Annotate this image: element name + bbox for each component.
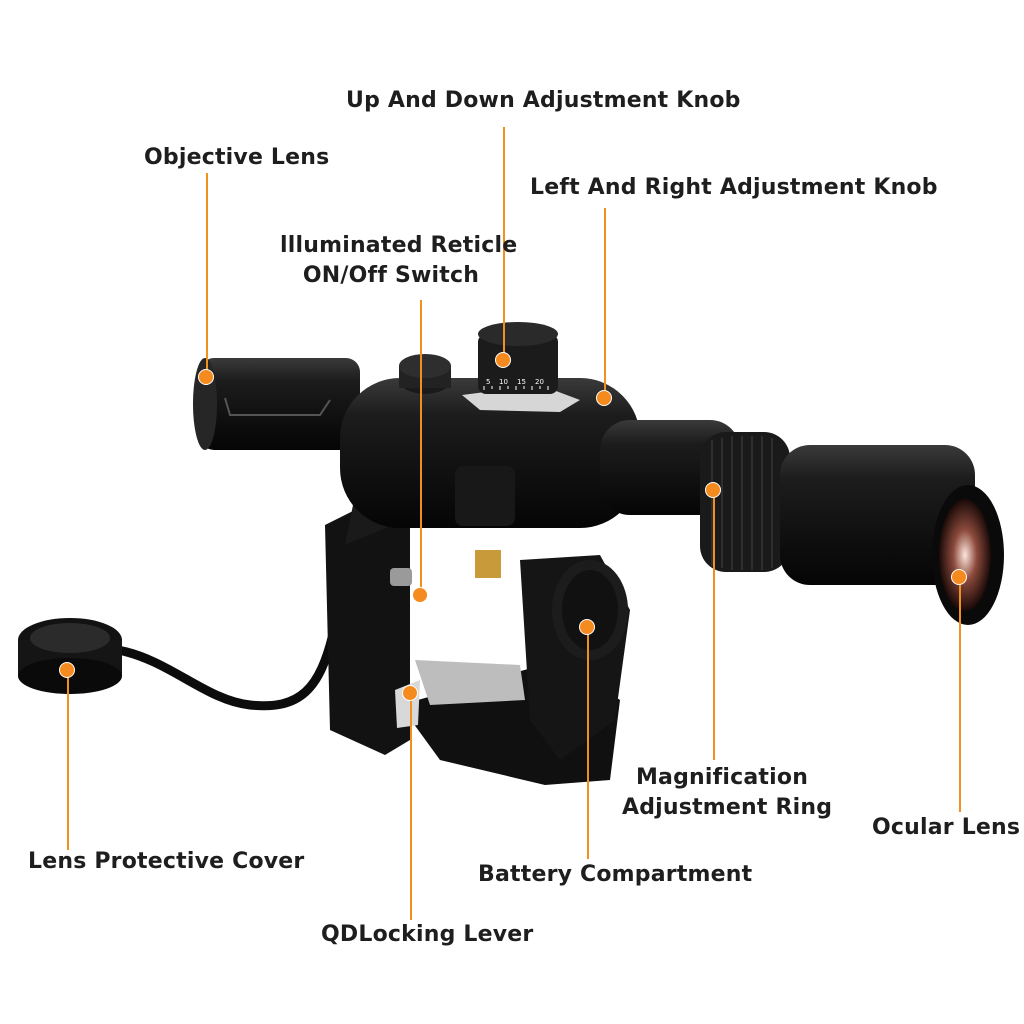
leader-objective-lens <box>206 173 208 378</box>
label-illuminated-switch: llluminated Reticle ON/Off Switch <box>280 231 518 291</box>
leader-illuminated-switch <box>420 300 422 595</box>
marker-battery <box>579 619 595 635</box>
marker-lens-cover <box>59 662 75 678</box>
scope-tube-illustration <box>193 354 1004 625</box>
elevation-turret-illustration: 5 10 15 20 <box>462 322 580 412</box>
marker-qd-lever <box>402 685 418 701</box>
label-magnification-ring: Magnification Adjustment Ring <box>622 763 833 823</box>
label-illuminated-line1: llluminated Reticle <box>280 233 518 258</box>
marker-illuminated-switch <box>412 587 428 603</box>
label-magnification-line1: Magnification <box>635 765 809 790</box>
label-qd-lever: QDLocking Lever <box>321 922 534 947</box>
marker-ocular-lens <box>951 569 967 585</box>
label-left-right-knob: Left And Right Adjustment Knob <box>530 175 938 200</box>
label-magnification-line2: Adjustment Ring <box>622 795 833 820</box>
label-battery: Battery Compartment <box>478 862 753 887</box>
turret-scale-5: 5 <box>486 378 490 386</box>
leader-magnification-ring <box>713 490 715 760</box>
leader-battery <box>587 627 589 859</box>
marker-up-down-knob <box>495 352 511 368</box>
leader-left-right-knob <box>604 208 606 398</box>
label-illuminated-line2: ON/Off Switch <box>302 263 480 288</box>
marker-objective-lens <box>198 369 214 385</box>
turret-scale: 5 10 15 20 <box>486 378 544 386</box>
label-objective-lens: Objective Lens <box>144 145 330 170</box>
marker-left-right-knob <box>596 390 612 406</box>
label-up-down-knob: Up And Down Adjustment Knob <box>346 88 741 113</box>
turret-scale-10: 10 <box>499 378 508 386</box>
leader-up-down-knob <box>503 127 505 360</box>
label-ocular-lens: Ocular Lens <box>872 815 1021 840</box>
turret-scale-20: 20 <box>535 378 544 386</box>
marker-magnification-ring <box>705 482 721 498</box>
leader-lens-cover <box>67 670 69 850</box>
leader-qd-lever <box>410 693 412 920</box>
leader-ocular-lens <box>959 577 961 812</box>
turret-scale-15: 15 <box>517 378 526 386</box>
label-lens-cover: Lens Protective Cover <box>28 849 305 874</box>
